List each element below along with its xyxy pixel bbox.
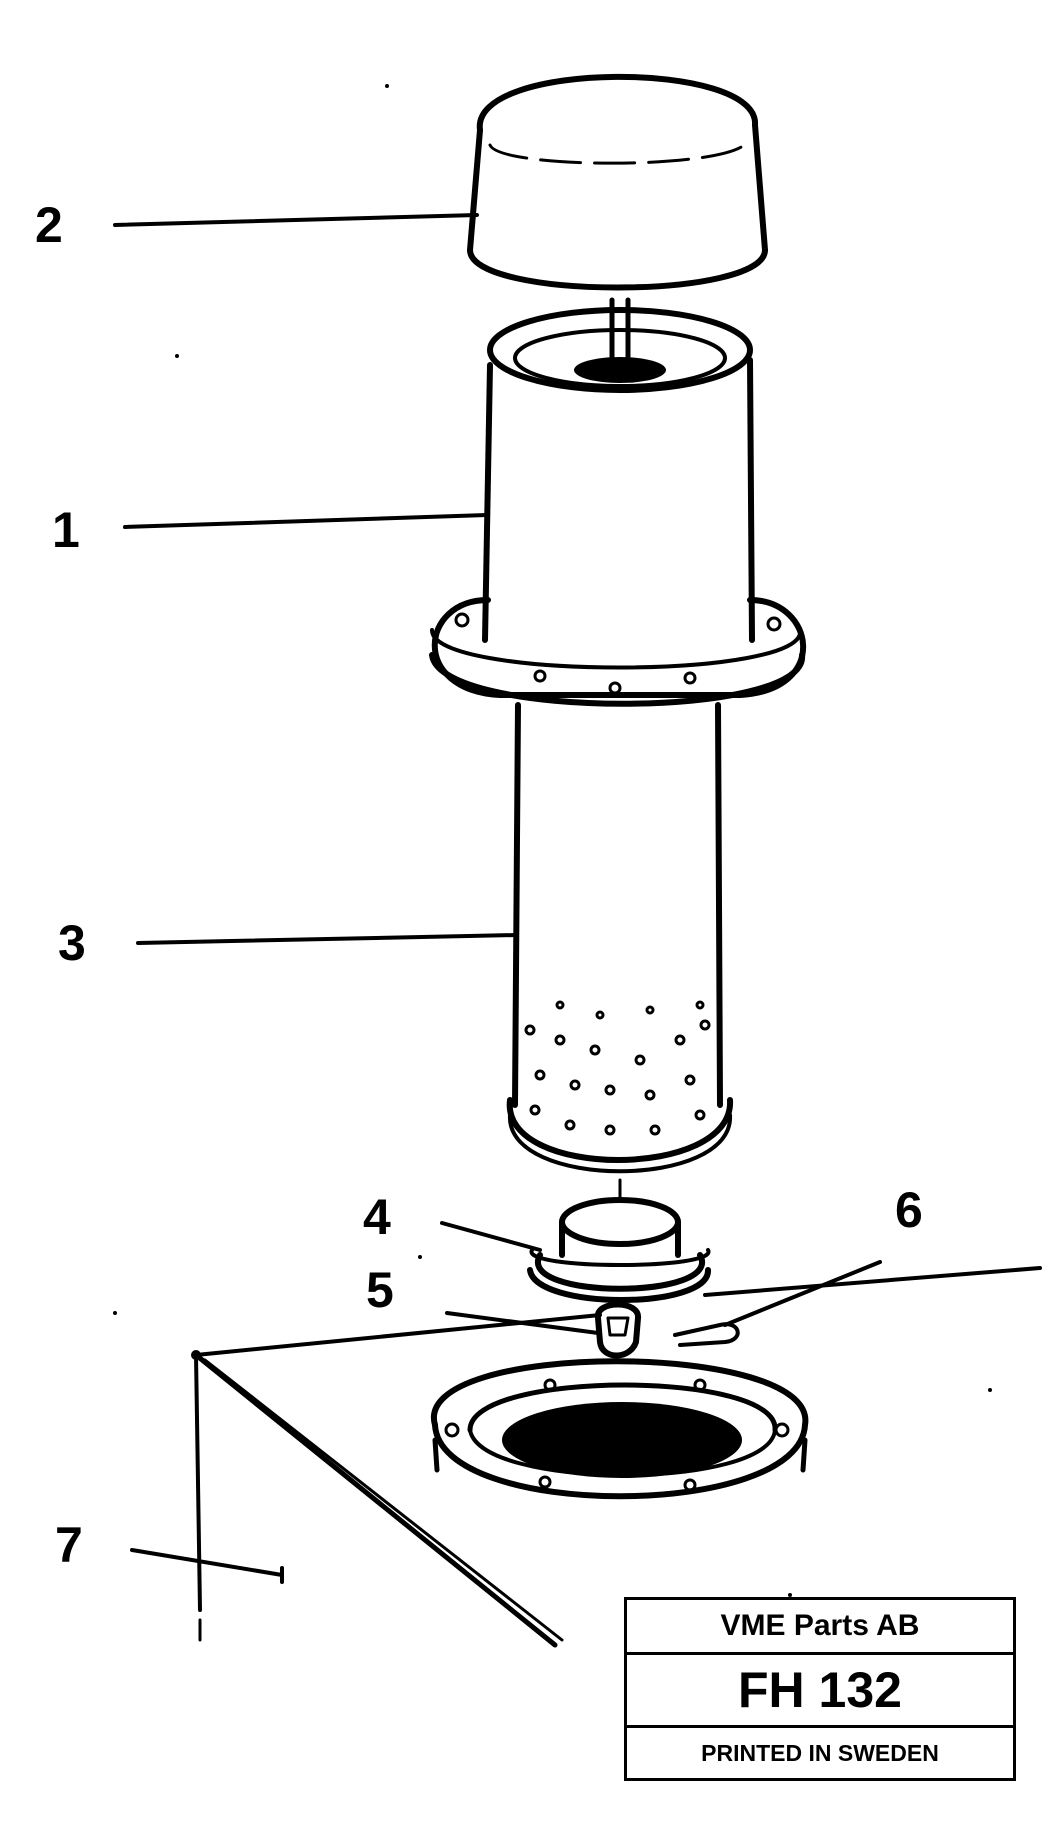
title-block: VME Parts AB FH 132 PRINTED IN SWEDEN	[624, 1597, 1016, 1781]
tank-opening-ring	[431, 1358, 809, 1500]
callout-5: 5	[366, 1262, 394, 1318]
part-4-end-cap	[527, 1197, 712, 1303]
callout-4: 4	[363, 1189, 391, 1245]
part-3-filter-element	[506, 702, 734, 1202]
leader-7	[130, 1548, 284, 1577]
callout-1: 1	[52, 502, 80, 558]
leader-3	[136, 933, 519, 945]
leader-5	[445, 1311, 600, 1335]
leader-6	[723, 1260, 882, 1327]
leader-6b	[703, 1266, 1042, 1297]
leader-4	[440, 1221, 542, 1252]
leader-lines	[113, 213, 1042, 1584]
part-6-pin	[673, 1322, 740, 1347]
callout-3: 3	[58, 915, 86, 971]
print-notice: PRINTED IN SWEDEN	[701, 1740, 939, 1766]
part-7-tank-body	[191, 1313, 602, 1648]
leader-2	[113, 213, 479, 227]
drawing-code: FH 132	[627, 1655, 1013, 1728]
scan-specks	[113, 84, 992, 1597]
part-1-housing	[429, 307, 807, 707]
company-name: VME Parts AB	[627, 1600, 1013, 1655]
part-5-nut	[595, 1301, 641, 1359]
callout-2: 2	[35, 197, 63, 253]
leader-1	[123, 513, 489, 529]
callout-6: 6	[895, 1182, 923, 1238]
callout-7: 7	[55, 1517, 83, 1573]
